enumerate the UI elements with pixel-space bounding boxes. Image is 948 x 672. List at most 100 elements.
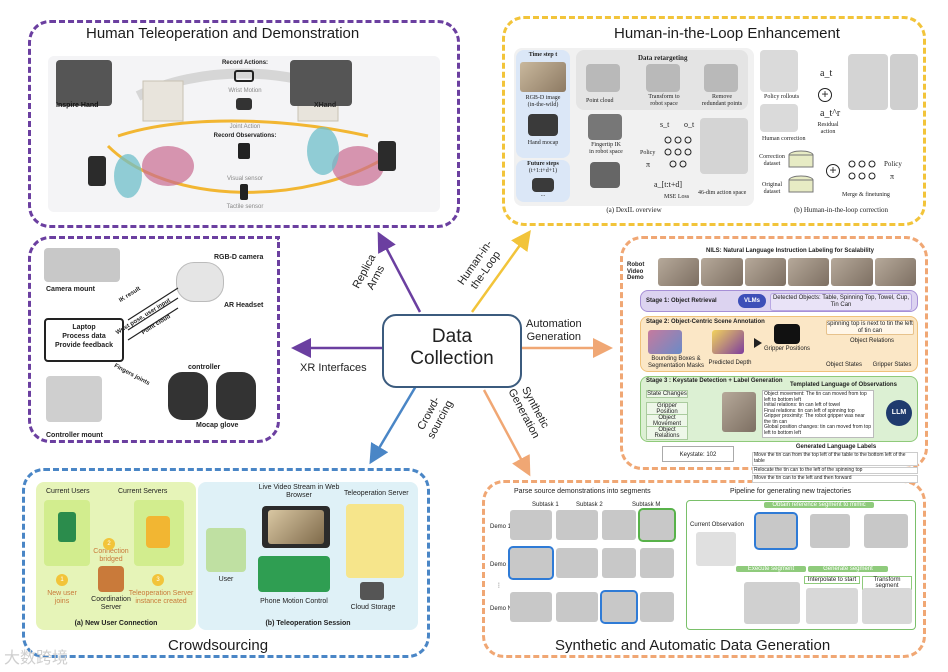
user-avatar bbox=[206, 528, 246, 572]
arrow-replica bbox=[377, 231, 422, 313]
robot-arm-3 bbox=[848, 54, 888, 110]
synth-panel bbox=[482, 480, 926, 658]
plus-circle-1: + bbox=[818, 88, 832, 102]
exec-seg-img bbox=[744, 582, 800, 624]
templated-label: Templated Language of Observations bbox=[790, 382, 897, 388]
keystate-frame bbox=[722, 392, 756, 432]
policy-net-2 bbox=[848, 160, 876, 180]
watermark: 大数跨境 bbox=[4, 648, 69, 667]
fingertip-line2: in robot space bbox=[589, 148, 623, 155]
arrow-crowd bbox=[369, 385, 418, 465]
phone-icon bbox=[234, 70, 254, 82]
dn-s1 bbox=[510, 592, 552, 622]
mse-label: MSE Loss bbox=[664, 194, 690, 200]
frame-1 bbox=[658, 258, 700, 286]
object-relations-label: Object Relations bbox=[849, 338, 895, 344]
crowd-caption-b: (b) Teleoperation Session bbox=[265, 620, 351, 627]
retarget-label: Data retargeting bbox=[638, 54, 688, 62]
d2-s2 bbox=[556, 548, 598, 578]
arrow-to-gripper bbox=[754, 338, 762, 348]
inspire-hand-photo bbox=[56, 60, 112, 106]
gen-label-2: Relocate the tin can to the left of the … bbox=[752, 466, 918, 475]
obs-list: Object movement: The tin can moved from … bbox=[762, 390, 874, 438]
dataset-cylinders bbox=[788, 150, 814, 193]
original-dataset-label: Original dataset bbox=[756, 182, 788, 195]
subtask2-label: Subtask 2 bbox=[576, 502, 603, 508]
obs-line3: Final relations: tin can left of spinnin… bbox=[764, 407, 855, 414]
tactile-sensor-label: Tactile sensor bbox=[226, 204, 264, 210]
laptop-screen bbox=[268, 510, 324, 544]
merge-label: Merge & finetuning bbox=[842, 192, 890, 198]
ar-headset-photo bbox=[176, 262, 224, 302]
center-line1: Data bbox=[431, 326, 473, 347]
gripper-image bbox=[774, 324, 800, 344]
wrist-motion-label: Wrist Motion bbox=[228, 88, 262, 94]
detected-objects: Detected Objects: Table, Spinning Top, T… bbox=[770, 293, 912, 311]
xhand-photo bbox=[290, 60, 352, 106]
future-label: Future steps (t+1:t+d+1) bbox=[516, 161, 570, 174]
object-states-label: Object States bbox=[825, 362, 863, 368]
state-changes-chip: State Changes bbox=[646, 390, 688, 398]
camera-mount-photo bbox=[44, 248, 120, 282]
teleop-server-label: Teleoperation Server bbox=[344, 490, 409, 497]
robot-photo bbox=[700, 118, 748, 174]
demo1-label: Demo 1 bbox=[490, 524, 512, 530]
server-robot-icon bbox=[146, 516, 170, 548]
residual-line2: action bbox=[820, 128, 836, 135]
remove-line1: Remove bbox=[712, 94, 732, 100]
dn-s2 bbox=[556, 592, 598, 622]
label-automation-2: Generation bbox=[526, 330, 582, 343]
generate-label: Generate segment bbox=[808, 566, 888, 572]
pi-label: π bbox=[646, 160, 651, 169]
center-line2: Collection bbox=[410, 348, 494, 369]
generated-label: Generated Language Labels bbox=[795, 444, 877, 450]
live-video-label: Live Video Stream in Web Browser bbox=[258, 484, 340, 499]
num-2: 2 bbox=[103, 538, 115, 550]
pipeline-label: Pipeline for generating new trajectories bbox=[730, 488, 852, 495]
future-line1: Future steps bbox=[527, 161, 559, 167]
fingertip-text: Fingertip IK in robot space bbox=[578, 142, 634, 155]
hitl-panel bbox=[502, 16, 926, 226]
original-dataset-line1: Original bbox=[762, 182, 782, 188]
frame-6 bbox=[874, 258, 916, 286]
robot-video-label: Robot Video Demo bbox=[627, 262, 645, 282]
demo2-label: Demo 2 bbox=[490, 562, 512, 568]
teleop-title: Human Teleoperation and Demonstration bbox=[86, 25, 360, 42]
d2-sm bbox=[640, 548, 674, 578]
stage1-label: Stage 1: Object Retrieval bbox=[646, 298, 717, 304]
teleop-panel bbox=[28, 20, 460, 228]
frame-3 bbox=[744, 258, 786, 286]
current-users-label: Current Users bbox=[46, 488, 90, 495]
mocap-glove-left bbox=[168, 372, 208, 420]
rgbd-image-label: RGB-D image (in-the-wild) bbox=[516, 95, 570, 108]
action-space-label: 46-dim action space bbox=[698, 190, 747, 196]
crowd-caption-a: (a) New User Connection bbox=[74, 620, 158, 627]
original-dataset-line2: dataset bbox=[763, 188, 781, 195]
dn-s3 bbox=[600, 590, 638, 624]
residual-label: Residual action bbox=[808, 122, 848, 135]
dn-sm bbox=[640, 592, 674, 622]
bbox-image bbox=[648, 330, 682, 354]
generated-labels: Move the tin can from the top left of th… bbox=[752, 452, 918, 483]
atr-label: a_t^r bbox=[820, 108, 841, 119]
obs-line5: Global position changes: tin can moved f… bbox=[764, 424, 872, 436]
label-xr: XR Interfaces bbox=[300, 362, 367, 374]
at-label: a_t bbox=[820, 68, 833, 79]
future-ellipsis: ... bbox=[540, 192, 546, 198]
mocap-glove-label: Mocap glove bbox=[196, 422, 239, 429]
pc3 bbox=[704, 64, 738, 92]
controller-mount-label: Controller mount bbox=[46, 432, 103, 439]
frame-5 bbox=[831, 258, 873, 286]
user-phone-icon bbox=[58, 512, 76, 542]
caption-a-hitl: (a) DexIL overview bbox=[606, 206, 662, 214]
robot-arm-4 bbox=[890, 54, 918, 110]
subtaskm-label: Subtask M bbox=[632, 502, 661, 508]
transform-line2: robot space bbox=[650, 100, 678, 107]
record-actions-label: Record Actions: bbox=[221, 60, 269, 66]
llm-badge: LLM bbox=[886, 400, 912, 426]
residual-line1: Residual bbox=[817, 122, 839, 128]
ref-seg-3 bbox=[864, 514, 908, 548]
rgbd-label: RGB-D camera bbox=[214, 254, 264, 261]
gen-label-1: Move the tin can from the top left of th… bbox=[752, 452, 918, 466]
